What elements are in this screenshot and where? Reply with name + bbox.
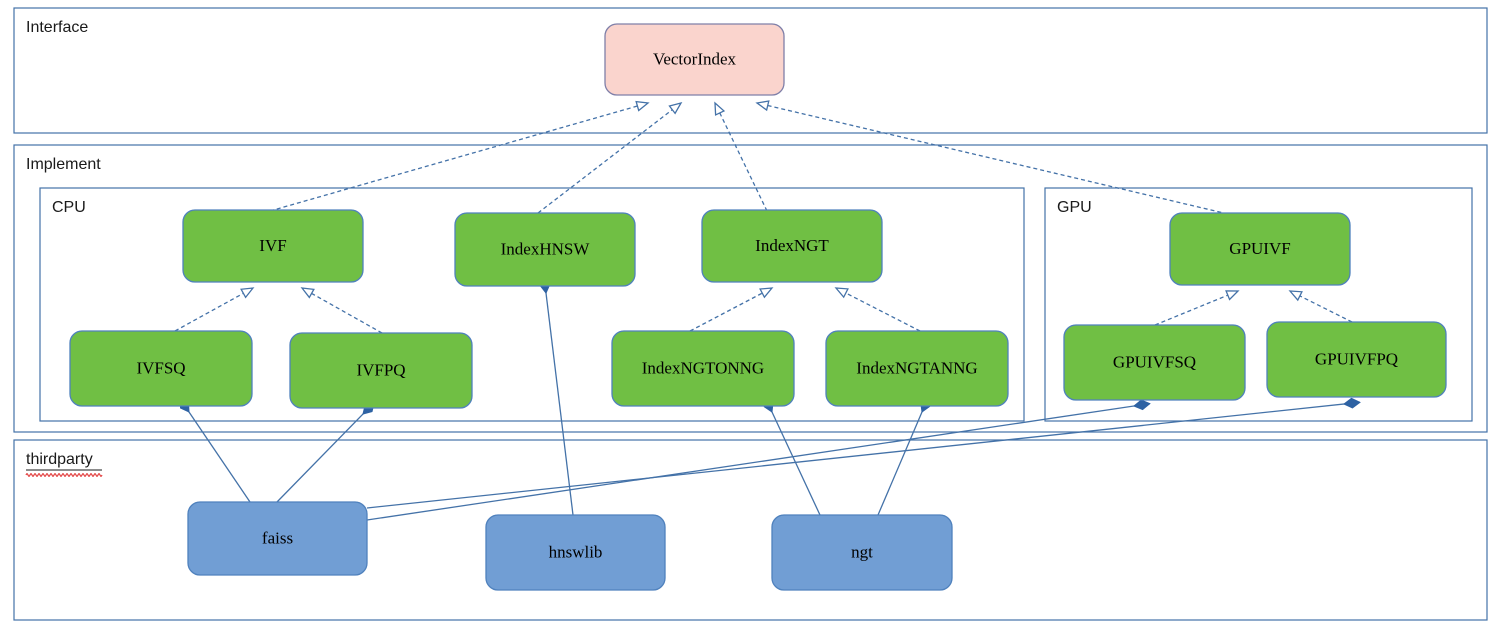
relationship-edges — [174, 100, 1361, 521]
node-indexngt[interactable]: IndexNGT — [701, 209, 883, 283]
node-box-ivfsq[interactable] — [69, 330, 253, 407]
node-box-gpuivfpq[interactable] — [1266, 321, 1447, 398]
generalization-arrowhead — [668, 101, 683, 115]
edge-line — [366, 403, 1150, 521]
node-ivf[interactable]: IVF — [182, 209, 364, 283]
node-label-ivf: IVF — [259, 236, 286, 255]
group-label-cpu: CPU — [52, 199, 86, 216]
node-label-indexngt: IndexNGT — [755, 236, 829, 255]
node-faiss[interactable]: faiss — [187, 501, 368, 576]
edge-indexngtonng-to-indexngt — [689, 287, 774, 332]
edge-ivf-to-vectorindex — [269, 100, 650, 212]
node-label-faiss: faiss — [262, 528, 293, 547]
generalization-arrowhead — [1288, 290, 1303, 302]
node-box-indexngtanng[interactable] — [825, 330, 1009, 407]
edge-gpuivfpq-to-gpuivf — [1288, 290, 1353, 323]
edge-line — [179, 398, 251, 503]
node-gpuivfpq[interactable]: GPUIVFPQ — [1266, 321, 1447, 398]
node-hnswlib[interactable]: hnswlib — [485, 514, 666, 591]
node-box-gpuivf[interactable] — [1169, 212, 1351, 286]
node-label-hnswlib: hnswlib — [549, 542, 603, 561]
edge-gpuivf-to-vectorindex — [755, 100, 1229, 215]
generalization-arrowhead — [755, 100, 770, 112]
edge-line — [174, 292, 244, 332]
node-box-indexhnsw[interactable] — [454, 212, 636, 287]
node-label-indexngtanng: IndexNGTANNG — [856, 358, 977, 377]
node-vectorindex[interactable]: VectorIndex — [604, 23, 785, 96]
edge-line — [1154, 294, 1229, 326]
node-label-vectorindex: VectorIndex — [653, 49, 737, 68]
node-gpuivf[interactable]: GPUIVF — [1169, 212, 1351, 286]
edge-line — [537, 109, 673, 214]
node-label-ngt: ngt — [851, 542, 873, 561]
edge-line — [1299, 295, 1353, 323]
edge-indexngtanng-to-indexngt — [834, 287, 921, 332]
generalization-arrowhead — [635, 100, 650, 112]
node-box-ngt[interactable] — [771, 514, 953, 591]
edge-faiss-to-gpuivfpq — [366, 397, 1361, 509]
edge-faiss-to-gpuivfsq — [366, 399, 1151, 521]
generalization-arrowhead — [300, 287, 315, 299]
composition-diamond — [1343, 397, 1361, 409]
node-box-ivfpq[interactable] — [289, 332, 473, 409]
edge-line — [269, 105, 638, 212]
node-ngt[interactable]: ngt — [771, 514, 953, 591]
group-label-gpu: GPU — [1057, 199, 1092, 216]
node-box-ivf[interactable] — [182, 209, 364, 283]
edge-line — [276, 402, 375, 503]
generalization-arrowhead — [834, 287, 849, 299]
generalization-arrowhead — [759, 287, 774, 299]
edge-gpuivfsq-to-gpuivf — [1154, 290, 1240, 326]
edge-line — [543, 277, 574, 516]
edge-indexngt-to-vectorindex — [714, 101, 768, 212]
node-indexhnsw[interactable]: IndexHNSW — [454, 212, 636, 287]
group-label-interface: Interface — [26, 19, 88, 36]
node-box-indexngtonng[interactable] — [611, 330, 795, 407]
node-label-gpuivf: GPUIVF — [1229, 239, 1290, 258]
node-label-gpuivfsq: GPUIVFSQ — [1113, 352, 1196, 371]
node-indexngtonng[interactable]: IndexNGTONNG — [611, 330, 795, 407]
spellcheck-underline-thirdparty — [25, 473, 103, 477]
node-label-indexngtonng: IndexNGTONNG — [642, 358, 764, 377]
node-label-indexhnsw: IndexHNSW — [501, 239, 591, 258]
node-ivfsq[interactable]: IVFSQ — [69, 330, 253, 407]
node-ivfpq[interactable]: IVFPQ — [289, 332, 473, 409]
node-label-ivfpq: IVFPQ — [356, 360, 405, 379]
composition-diamond — [1133, 399, 1151, 411]
edge-ivfsq-to-ivf — [174, 287, 255, 332]
edge-ivfpq-to-ivf — [300, 287, 383, 334]
node-box-faiss[interactable] — [187, 501, 368, 576]
generalization-arrowhead — [714, 101, 726, 116]
edge-line — [767, 104, 1229, 215]
node-box-hnswlib[interactable] — [485, 514, 666, 591]
node-box-vectorindex[interactable] — [604, 23, 785, 96]
edge-indexhnsw-to-vectorindex — [537, 101, 683, 214]
node-label-ivfsq: IVFSQ — [136, 358, 185, 377]
group-label-thirdparty: thirdparty — [26, 451, 93, 468]
generalization-arrowhead — [1225, 290, 1240, 301]
node-box-gpuivfsq[interactable] — [1063, 324, 1246, 401]
edge-line — [366, 401, 1360, 509]
node-gpuivfsq[interactable]: GPUIVFSQ — [1063, 324, 1246, 401]
node-box-indexngt[interactable] — [701, 209, 883, 283]
generalization-arrowhead — [240, 287, 255, 299]
group-label-implement: Implement — [26, 156, 101, 173]
node-indexngtanng[interactable]: IndexNGTANNG — [825, 330, 1009, 407]
node-label-gpuivfpq: GPUIVFPQ — [1315, 349, 1398, 368]
edge-line — [877, 397, 929, 516]
